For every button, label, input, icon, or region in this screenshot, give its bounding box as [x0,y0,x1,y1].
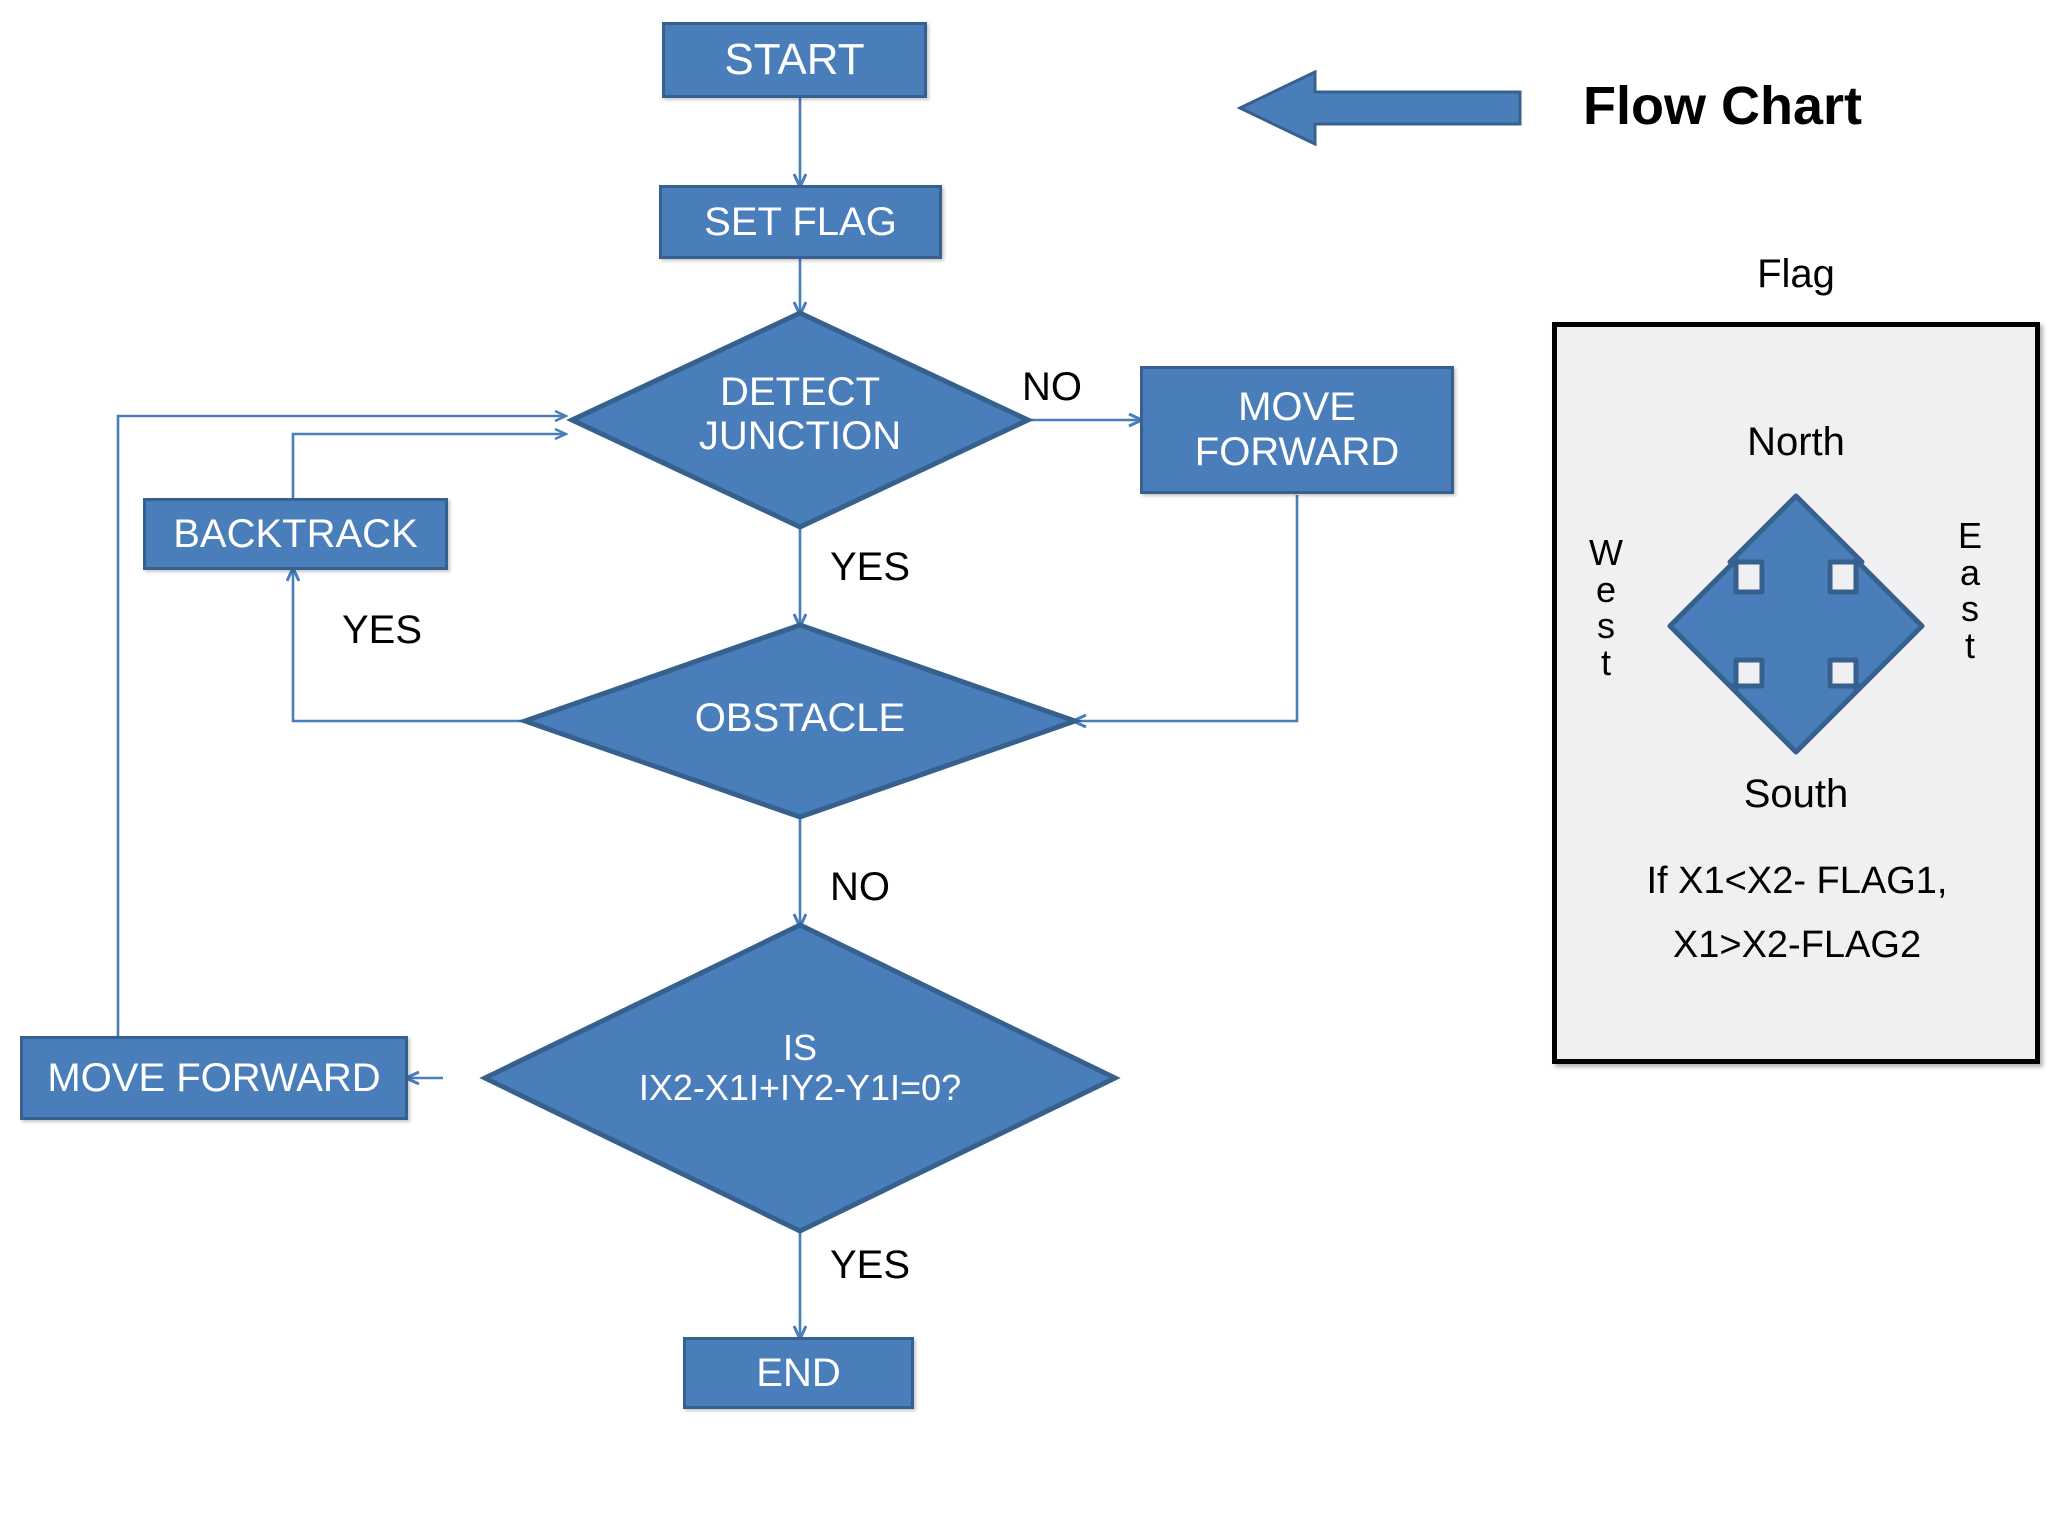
flag-caption: Flag [1757,252,1835,296]
edge-label-detect-yes: YES [830,545,911,589]
edge-label-obstacle-yes: YES [342,608,423,652]
node-move-forward-left[interactable]: MOVE FORWARD [20,1036,408,1120]
left-arrow-icon [1236,69,1522,147]
compass-south-label: South [1743,772,1849,816]
flag-condition-line-2: X1>X2-FLAG2 [1672,924,1922,966]
edge-movefwd-to-obstacle [1075,495,1299,721]
detect-junction-diamond [566,310,1034,530]
edge-label-detect-no: NO [1022,365,1082,409]
edge-label-obstacle-no: NO [830,865,890,909]
node-move-forward-right[interactable]: MOVE FORWARD [1140,366,1454,494]
compass-west-label: W e s t [1589,532,1623,684]
edge-backtrack-to-detect [291,434,565,498]
compass-north-label: North [1747,420,1845,464]
node-backtrack[interactable]: BACKTRACK [143,498,448,570]
node-end[interactable]: END [683,1337,914,1409]
four-way-arrow-icon [1667,493,1925,755]
edge-label-iszero-yes: YES [830,1243,911,1287]
page-title: Flow Chart [1583,76,1862,136]
compass-east-label: E a s t [1957,515,1982,667]
edge-obstacle-yes-to-backtrack [293,570,525,723]
is-zero-diamond [479,922,1121,1234]
flag-condition-line-1: If X1<X2- FLAG1, [1646,860,1948,902]
obstacle-diamond [517,622,1083,820]
node-start[interactable]: START [662,22,927,98]
edge-movefwd-left-to-detect [116,416,565,1036]
